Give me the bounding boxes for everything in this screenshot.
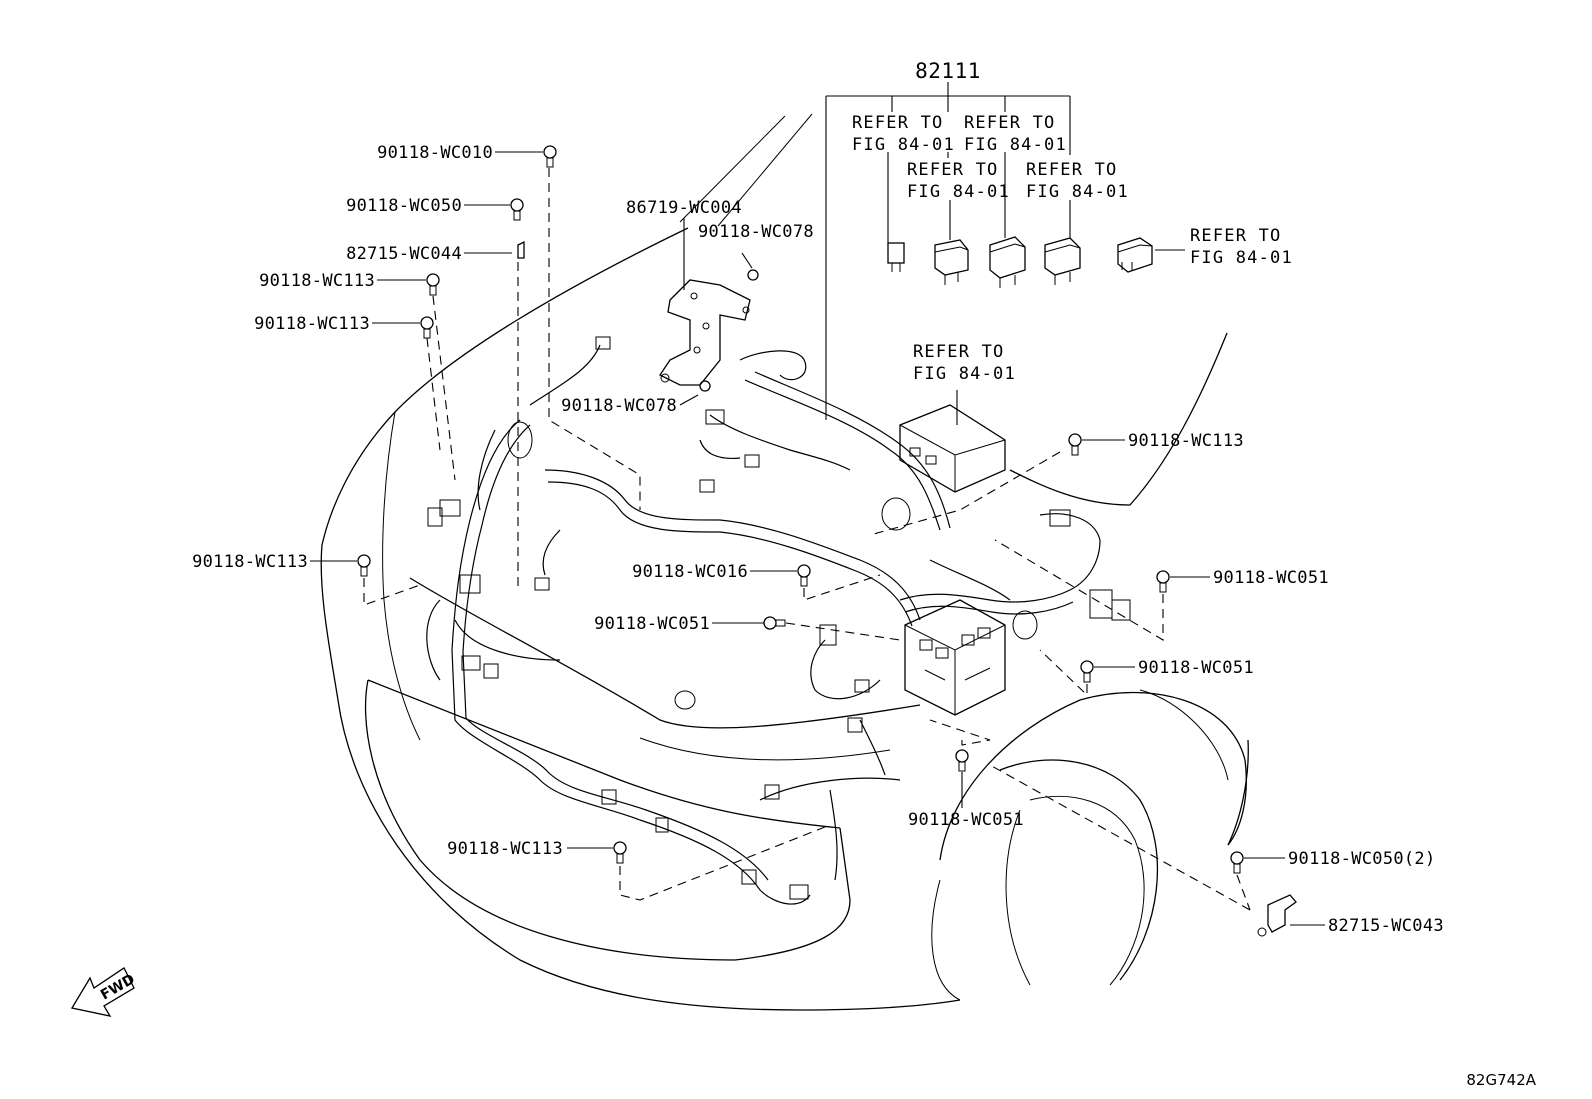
fwd-arrow-icon: FWD [70, 967, 138, 1017]
bracket-icon [659, 279, 751, 386]
part-label: 90118-WC113 [254, 314, 370, 334]
relay-icon [989, 236, 1026, 288]
fwd-label: FWD [98, 971, 138, 1003]
ref-line: REFER TO [1026, 160, 1117, 180]
ref-line: FIG 84-01 [913, 364, 1016, 384]
part-label: 86719-WC004 [626, 198, 742, 218]
wire-harness [426, 336, 1131, 905]
part-label: 90118-WC078 [698, 222, 814, 242]
ref-line: FIG 84-01 [852, 135, 955, 155]
part-label: 90118-WC010 [377, 143, 493, 163]
part-label: 90118-WC113 [192, 552, 308, 572]
clip-icon [517, 240, 525, 259]
relay-icon [1117, 237, 1153, 273]
leader-lines [310, 82, 1325, 926]
part-label: 82715-WC044 [346, 244, 462, 264]
part-labels: 82111 REFER TO FIG 84-01 REFER TO FIG 84… [192, 59, 1537, 1089]
part-label: 90118-WC113 [259, 271, 375, 291]
ref-line: REFER TO [1190, 226, 1281, 246]
bolt-icon [613, 841, 627, 864]
ref-line: FIG 84-01 [964, 135, 1067, 155]
ref-line: REFER TO [913, 342, 1004, 362]
relay-icon [1044, 237, 1081, 285]
bolt-icon [747, 269, 759, 281]
part-label: 82715-WC043 [1328, 916, 1444, 936]
ref-line: REFER TO [907, 160, 998, 180]
assembly-dashed-lines [363, 168, 1251, 911]
part-label: 90118-WC051 [908, 810, 1024, 830]
part-label: 90118-WC016 [632, 562, 748, 582]
part-label: 90118-WC051 [1213, 568, 1329, 588]
bracket-icon [1257, 894, 1297, 937]
ref-line: FIG 84-01 [1190, 248, 1293, 268]
bolt-icon [1068, 433, 1082, 456]
part-label: 90118-WC051 [1138, 658, 1254, 678]
bolt-icon [510, 198, 524, 221]
bolt-icon [955, 749, 969, 772]
bolt-icon [357, 554, 371, 577]
figure-code: 82G742A [1466, 1071, 1536, 1089]
bolt-icon [1080, 660, 1094, 683]
part-label: 90118-WC078 [561, 396, 677, 416]
ref-line: REFER TO [852, 113, 943, 133]
part-label: 90118-WC113 [447, 839, 563, 859]
part-label: 90118-WC050(2) [1288, 849, 1436, 869]
bolt-icon [763, 616, 786, 630]
main-part-number: 82111 [915, 59, 981, 83]
part-label: 90118-WC050 [346, 196, 462, 216]
bolt-icon [420, 316, 434, 339]
bolt-icon [699, 380, 711, 392]
bolt-icon [1230, 851, 1244, 874]
relay-box-icon [899, 404, 1006, 493]
part-label: 90118-WC051 [594, 614, 710, 634]
fuse-icon [887, 242, 905, 272]
bolt-icon [426, 273, 440, 296]
ref-line: FIG 84-01 [907, 182, 1010, 202]
bolt-icon [543, 145, 557, 168]
bolt-icon [1156, 570, 1170, 593]
relay-icon [934, 239, 969, 285]
ref-line: REFER TO [964, 113, 1055, 133]
vehicle-body-outline [320, 113, 1249, 1011]
junction-block [904, 599, 1006, 716]
ref-line: FIG 84-01 [1026, 182, 1129, 202]
bolt-icon [797, 564, 811, 587]
part-label: 90118-WC113 [1128, 431, 1244, 451]
